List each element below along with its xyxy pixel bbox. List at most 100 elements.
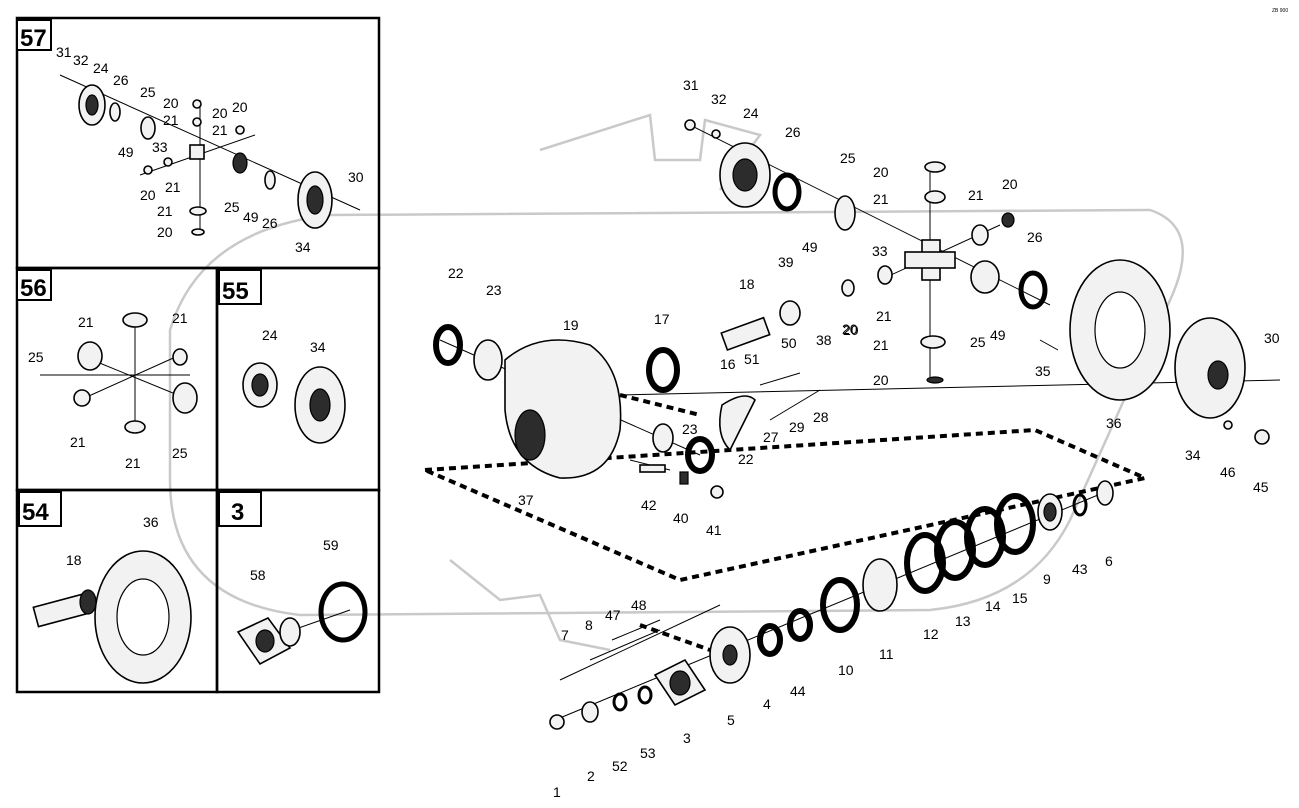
- part-callout-number: 14: [985, 598, 1001, 614]
- part-callout-number: 26: [262, 215, 278, 231]
- part-callout-number: 21: [873, 191, 889, 207]
- ring-gear-57: [297, 171, 333, 229]
- pinion-bearing: [1037, 493, 1063, 531]
- part-callout-number: 29: [789, 419, 805, 435]
- part-callout-number: 20: [1002, 176, 1018, 192]
- part-callout-number: 32: [711, 91, 727, 107]
- main-callouts: 31 32 24 26 25 20 21 21 20 33 26 49 21 2…: [448, 77, 1280, 800]
- part-callout-number: 46: [1220, 464, 1236, 480]
- part-callout-number: 37: [518, 492, 534, 508]
- part-callout-number: 10: [838, 662, 854, 678]
- part-callout-number: 22: [738, 451, 754, 467]
- part-callout-number: 19: [563, 317, 579, 333]
- part-callout-number: 50: [781, 335, 797, 351]
- part-callout-number: 34: [1185, 447, 1201, 463]
- part-callout-number: 59: [323, 537, 339, 553]
- part-callout-number: 30: [1264, 330, 1280, 346]
- part-callout-number: 32: [73, 52, 89, 68]
- part-callout-number: 30: [348, 169, 364, 185]
- part-callout-number: 39: [778, 254, 794, 270]
- part-callout-number: 21: [78, 314, 94, 330]
- corner-code: ZB 900: [1272, 8, 1288, 14]
- part-callout-number: 5: [727, 712, 735, 728]
- diff-housing-half: [1174, 317, 1246, 419]
- part-callout-number: 1: [553, 784, 561, 800]
- part-callout-number: 41: [706, 522, 722, 538]
- inset-box-54: 54 36 18: [15, 488, 219, 694]
- part-callout-number: 21: [165, 179, 181, 195]
- part-callout-number: 43: [1072, 561, 1088, 577]
- part-callout-number: 44: [790, 683, 806, 699]
- inset-box-3: 3 58 59: [215, 488, 381, 694]
- part-callout-number: 40: [673, 510, 689, 526]
- part-callout-number: 42: [641, 497, 657, 513]
- spider-cross: [904, 239, 956, 281]
- part-callout-number: 18: [66, 552, 82, 568]
- part-callout-number: 21: [968, 187, 984, 203]
- inset-box-55: 55 24 34: [215, 266, 381, 492]
- part-callout-number: 11: [879, 646, 894, 662]
- part-callout-number: 4: [763, 696, 771, 712]
- part-callout-number: 27: [763, 429, 779, 445]
- part-callout-number: 31: [683, 77, 699, 93]
- box54-callouts: 36 18: [66, 514, 159, 568]
- part-callout-number: 49: [802, 239, 818, 255]
- part-callout-number: 36: [1106, 415, 1122, 431]
- part-callout-number: 26: [1027, 229, 1043, 245]
- box56-callouts: 21 21 25 21 25 21: [28, 310, 188, 471]
- part-callout-number: 51: [744, 351, 760, 367]
- part-callout-number: 35: [1035, 363, 1051, 379]
- part-callout-number: 7: [561, 627, 569, 643]
- part-callout-number: 25: [28, 349, 44, 365]
- part-callout-number: 28: [813, 409, 829, 425]
- part-callout-number: 20: [873, 164, 889, 180]
- part-callout-number: 49: [243, 209, 259, 225]
- part-callout-number: 20: [232, 99, 248, 115]
- part-callout-number: 24: [743, 105, 759, 121]
- part-callout-number: 33: [152, 139, 168, 155]
- part-callout-number: 20: [140, 187, 156, 203]
- part-callout-number: 25: [224, 199, 240, 215]
- part-callout-number: 52: [612, 758, 628, 774]
- part-callout-number: 21: [157, 203, 173, 219]
- part-callout-number: 13: [955, 613, 971, 629]
- part-callout-number: 21: [70, 434, 86, 450]
- part-callout-number: 58: [250, 567, 266, 583]
- part-callout-number: 22: [448, 265, 464, 281]
- diff-case-55: [242, 362, 278, 408]
- part-callout-number: 53: [640, 745, 656, 761]
- part-callout-number: 18: [739, 276, 755, 292]
- ring-gear-55: [294, 366, 346, 444]
- part-callout-number: 21: [125, 455, 141, 471]
- carrier-housing: [504, 339, 622, 479]
- box-label-54: 54: [22, 499, 49, 526]
- part-callout-number: 12: [923, 626, 939, 642]
- bearing-cap: [719, 395, 756, 452]
- part-callout-number: 21: [212, 122, 228, 138]
- part-callout-number: 36: [143, 514, 159, 530]
- part-callout-number: 38: [816, 332, 832, 348]
- part-callout-number: 25: [140, 84, 156, 100]
- part-callout-number: 2: [587, 768, 595, 784]
- part-callout-number: 17: [654, 311, 670, 327]
- crown-wheel: [1069, 259, 1171, 401]
- part-callout-number: 47: [605, 607, 621, 623]
- part-callout-number: 20: [212, 105, 228, 121]
- pinion-54: [32, 589, 97, 628]
- part-callout-number: 34: [310, 339, 326, 355]
- box-label-55: 55: [222, 278, 249, 305]
- part-callout-number: 20: [842, 321, 858, 337]
- part-callout-number: 24: [262, 327, 278, 343]
- box55-callouts: 24 34: [262, 327, 326, 355]
- part-callout-number: 15: [1012, 590, 1028, 606]
- part-callout-number: 21: [873, 337, 889, 353]
- box-label-57: 57: [20, 25, 47, 52]
- output-flange: [653, 658, 707, 707]
- box57-callouts: 31 32 24 26 25 20 21 20 49 33 21 20 21 2…: [56, 44, 364, 255]
- part-callout-number: 31: [56, 44, 72, 60]
- part-callout-number: 16: [720, 356, 736, 372]
- part-callout-number: 9: [1043, 571, 1051, 587]
- part-callout-number: 49: [118, 144, 134, 160]
- drive-pinion: [720, 300, 801, 352]
